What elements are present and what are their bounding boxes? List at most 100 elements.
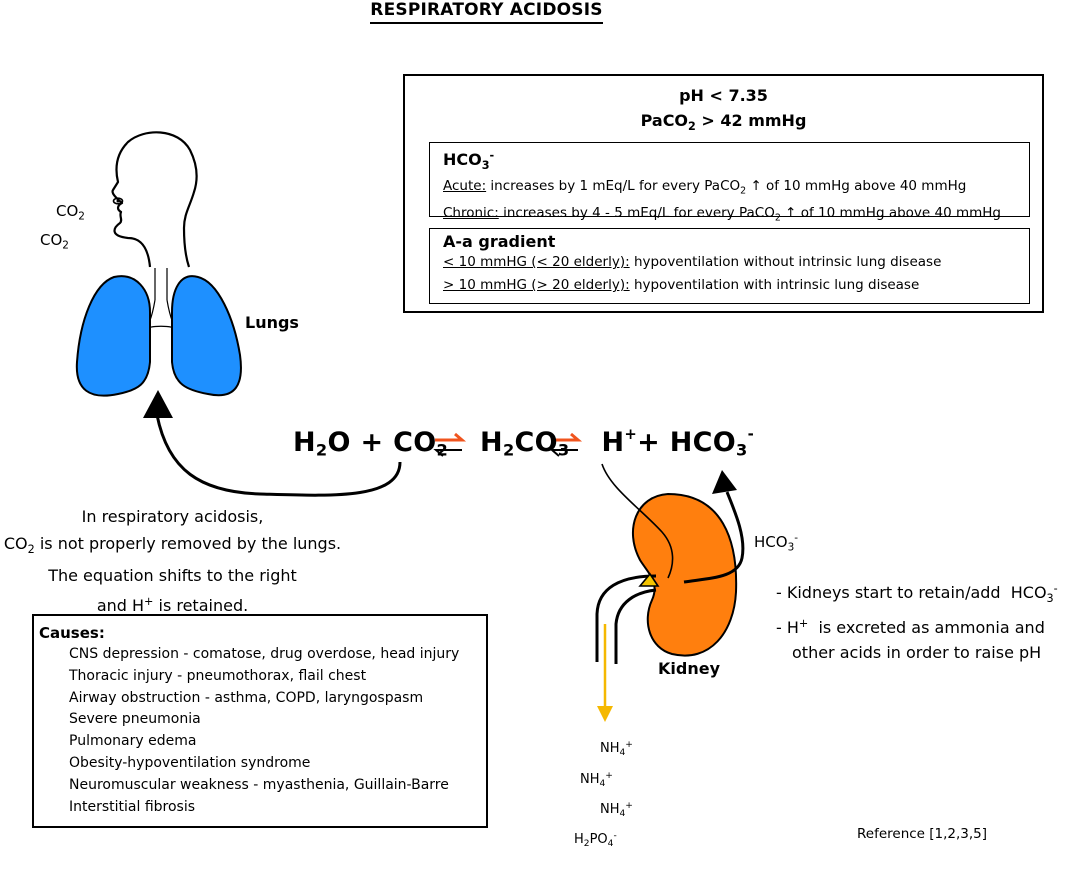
aa-high-text: hypoventilation with intrinsic lung dise… xyxy=(629,277,920,293)
aa-low-text: hypoventilation without intrinsic lung d… xyxy=(629,254,942,270)
cause-item: Airway obstruction - asthma, COPD, laryn… xyxy=(69,689,424,706)
kidney-hco3-sub: 3 xyxy=(787,541,795,554)
kidney-label: Kidney xyxy=(658,659,721,678)
cause-item: Thoracic injury - pneumothorax, flail ch… xyxy=(69,667,367,684)
aa-header: A-a gradient xyxy=(443,232,556,251)
h2po4-h: H xyxy=(574,832,584,847)
aa-high-row: > 10 mmHG (> 20 elderly): hypoventilatio… xyxy=(443,274,1029,297)
causes-list: CNS depression - comatose, drug overdose… xyxy=(39,644,486,818)
eq-hco3-sup: - xyxy=(747,425,755,443)
excretion-arrowhead-icon xyxy=(597,706,613,722)
cause-item: Obesity-hypoventilation syndrome xyxy=(69,754,311,771)
co2-label-2-sub: 2 xyxy=(62,239,69,252)
kidney-note-1-sub: 3 xyxy=(1046,592,1054,606)
h2po4-po: PO xyxy=(589,832,608,847)
kidney-note-2: - H+ is excreted as ammonia and xyxy=(776,611,1058,640)
ureter-outer xyxy=(595,574,657,662)
causes-header: Causes: xyxy=(39,624,105,642)
hco3-acute-row: Acute: increases by 1 mEq/L for every Pa… xyxy=(443,175,1029,202)
h2po4-sub1: 2 xyxy=(583,839,590,850)
kidney-note-3: other acids in order to raise pH xyxy=(792,643,1042,663)
right-lung-icon xyxy=(171,275,242,397)
eq-h2co3-co: CO xyxy=(514,426,558,458)
eq-co2-sub: 2 xyxy=(436,440,449,460)
kidney-icon xyxy=(631,492,738,657)
aa-gradient-box: A-a gradient < 10 mmHG (< 20 elderly): h… xyxy=(429,228,1030,304)
nh4-3-text: NH xyxy=(600,802,620,817)
eq-h2co3-sub2: 3 xyxy=(557,440,570,460)
paco2-threshold: > 42 mmHg xyxy=(695,111,807,130)
eq-arrow-space-2 xyxy=(569,433,601,453)
hco3-header-sub: 3 xyxy=(481,159,490,173)
eq-h2o-sub: 2 xyxy=(315,440,328,460)
eq-h2o-o: O xyxy=(327,426,351,458)
chronic-text-end: ↑ of 10 mmHg above 40 mmHg xyxy=(780,205,1002,222)
explanation-line-4: and H+ is retained. xyxy=(0,589,345,620)
co2-label-2-text: CO xyxy=(40,231,63,249)
eq-h2co3-sub1: 2 xyxy=(502,440,515,460)
explanation-line-4-text: and H xyxy=(96,596,145,616)
hco3-arrowhead-icon xyxy=(712,470,737,494)
reference: Reference [1,2,3,5] xyxy=(857,826,988,842)
hco3-header-text: HCO xyxy=(443,150,482,170)
nh4-3-sub: 4 xyxy=(619,809,626,820)
acute-text-end: ↑ of 10 mmHg above 40 mmHg xyxy=(746,178,967,195)
nh4-2-sub: 4 xyxy=(599,779,606,790)
kidney-note-2-end: is excreted as ammonia and xyxy=(808,618,1045,638)
explanation-line-4-end: is retained. xyxy=(153,596,249,616)
cause-item: Neuromuscular weakness - myasthenia, Gui… xyxy=(69,776,449,793)
eq-h-sup: + xyxy=(624,425,638,443)
title-text: RESPIRATORY ACIDOSIS xyxy=(370,0,603,24)
cause-item: Severe pneumonia xyxy=(69,711,201,728)
nh4-2-sup: + xyxy=(605,771,613,781)
aa-low-row: < 10 mmHG (< 20 elderly): hypoventilatio… xyxy=(443,251,1029,274)
kidney-note-1-sup: - xyxy=(1053,582,1058,595)
lungs-arrowhead-icon xyxy=(143,390,173,418)
explanation-co2: CO xyxy=(3,533,28,553)
kidney-hco3-sup: - xyxy=(794,532,799,544)
explanation-h-sup: + xyxy=(144,595,154,609)
kidney-hco3-text: HCO xyxy=(754,532,788,551)
co2-to-lungs-arrow xyxy=(155,414,402,497)
cause-item: Interstitial fibrosis xyxy=(69,798,196,815)
eq-hco3-sub: 3 xyxy=(736,440,748,460)
nh4-label-2: NH4+ xyxy=(580,771,613,789)
h2po4-sub2: 4 xyxy=(607,839,614,850)
hco3-header: HCO3- xyxy=(443,146,1029,175)
eq-hco3: HCO xyxy=(669,426,737,458)
aa-high-label: > 10 mmHG (> 20 elderly): xyxy=(443,277,630,293)
equilibrium-arrow-2 xyxy=(549,432,583,457)
nh4-label-3: NH4+ xyxy=(600,801,633,819)
co2-label-1-sub: 2 xyxy=(78,210,85,223)
explanation-line-2: CO2 is not properly removed by the lungs… xyxy=(0,531,345,563)
ureter-inner xyxy=(614,588,657,664)
left-lung-icon xyxy=(75,275,151,397)
criteria-box: pH < 7.35 PaCO2 > 42 mmHg HCO3- Acute: i… xyxy=(403,74,1044,313)
h2po4-sup: - xyxy=(613,831,617,841)
acute-text: increases by 1 mEq/L for every PaCO xyxy=(486,178,741,195)
paco2-criterion: PaCO2 > 42 mmHg xyxy=(405,111,1042,133)
acute-sub: 2 xyxy=(740,185,747,197)
eq-plus-1: + xyxy=(350,426,394,458)
nh4-1-sup: + xyxy=(625,740,633,750)
page-title: RESPIRATORY ACIDOSIS xyxy=(0,0,973,24)
paco2-text: PaCO xyxy=(640,111,689,130)
hco3-box: HCO3- Acute: increases by 1 mEq/L for ev… xyxy=(429,142,1030,224)
nh4-1-sub: 4 xyxy=(619,748,626,759)
eq-h2o: H xyxy=(293,426,316,458)
explanation-line-1: In respiratory acidosis, xyxy=(81,507,264,526)
co2-label-2: CO2 xyxy=(40,231,69,252)
eq-plus-2: + xyxy=(637,426,670,458)
equilibrium-arrow-1 xyxy=(433,432,467,457)
ph-criterion: pH < 7.35 xyxy=(679,86,768,105)
co2-label-1-text: CO xyxy=(56,202,79,220)
nh4-3-sup: + xyxy=(625,801,633,811)
causes-box: Causes: CNS depression - comatose, drug … xyxy=(32,614,488,828)
hco3-return-arrow xyxy=(683,491,745,584)
acute-label: Acute: xyxy=(443,178,487,195)
eq-h: H xyxy=(601,426,625,458)
eq-arrow-space-1 xyxy=(448,433,480,453)
chronic-sub: 2 xyxy=(774,212,781,224)
